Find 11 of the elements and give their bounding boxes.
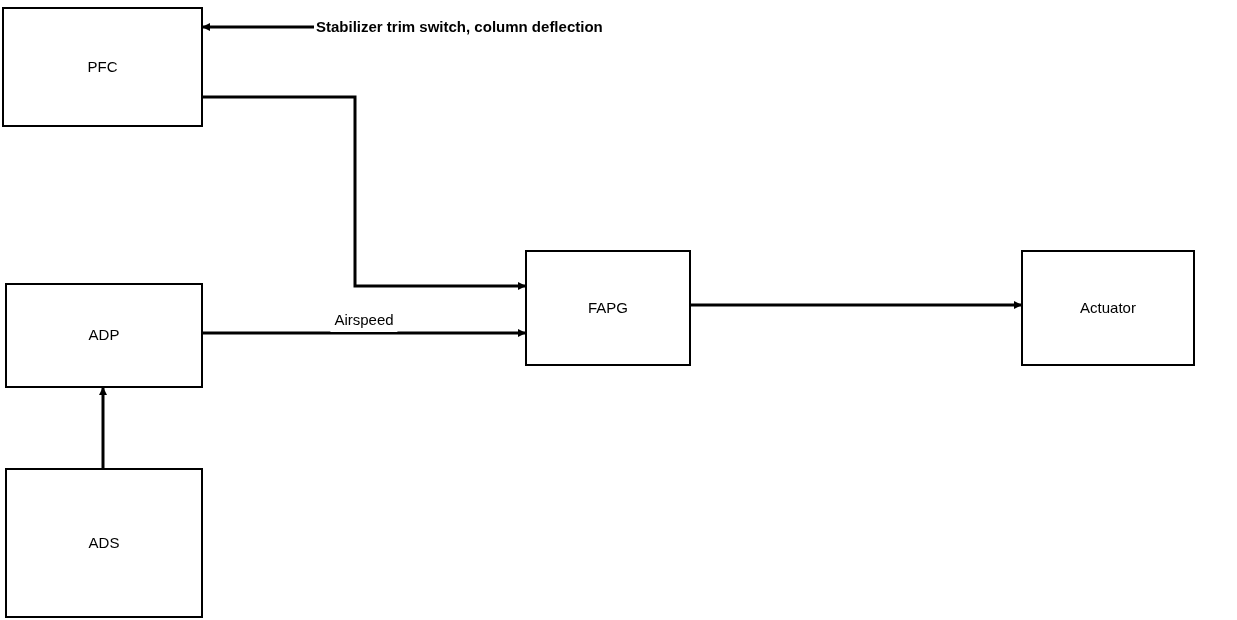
arrow	[99, 387, 107, 468]
input-label: Stabilizer trim switch, column deflection	[316, 16, 646, 38]
arrow	[203, 329, 526, 337]
process-box: PFC	[2, 7, 203, 127]
arrow	[203, 95, 526, 290]
arrow	[202, 23, 314, 31]
process-box: ADP	[5, 283, 203, 388]
arrow	[691, 301, 1022, 309]
process-box: ADS	[5, 468, 203, 618]
process-box: Actuator	[1021, 250, 1195, 366]
process-box: FAPG	[525, 250, 691, 366]
